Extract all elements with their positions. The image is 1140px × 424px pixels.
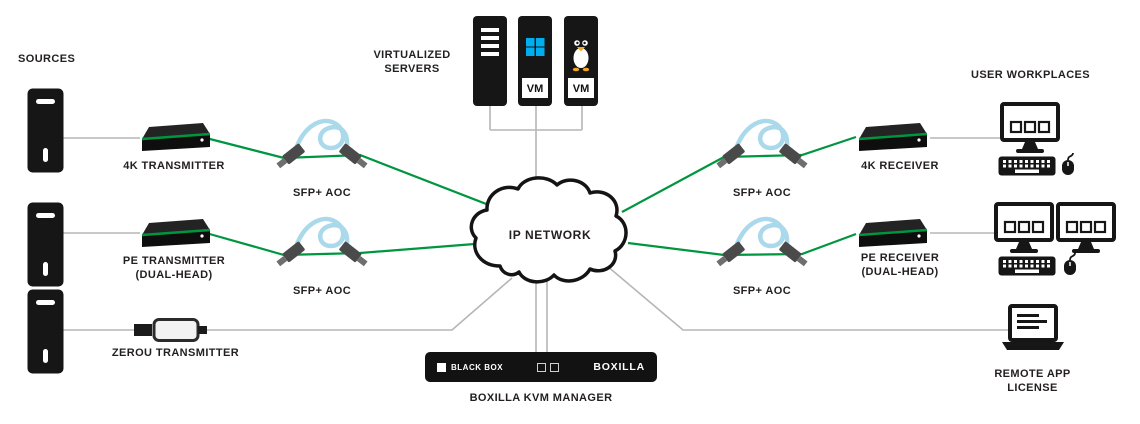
source-tower-icon [27,88,64,178]
tx-zerou-label: ZEROU TRANSMITTER [111,347,240,359]
windows-logo-icon [526,38,545,56]
source-tower-icon [27,289,64,379]
sources-title: SOURCES [18,53,76,65]
boxilla-brand: BOXILLA [593,361,645,373]
tx-4k-device-icon [137,120,213,161]
virtualized-servers-title: VIRTUALIZED SERVERS [362,49,462,76]
sfp-aoc-label: SFP+ AOC [292,187,352,199]
user-workplaces-title: USER WORKPLACES [970,69,1091,81]
keyboard-icon [998,256,1056,281]
vm-badge: VM [573,83,590,95]
keyboard-icon [998,156,1056,181]
tx-pe-device-icon [137,216,213,257]
virtualized-title-line1: VIRTUALIZED [373,49,451,61]
virtualized-title-line2: SERVERS [384,62,440,75]
windows-vm-server-icon: VM [518,16,552,111]
tx-4k-label: 4K TRANSMITTER [123,160,225,172]
mouse-icon [1060,152,1076,181]
ip-network-cloud [469,176,628,284]
sfp-aoc-label: SFP+ AOC [292,285,352,297]
rx-4k-label: 4K RECEIVER [861,160,939,172]
rack-ports-icon [535,362,561,372]
rx-pe-device-icon [854,216,930,257]
tx-pe-label-line1: PE TRANSMITTER [122,255,226,267]
sfp-aoc-cable-icon [276,206,368,291]
monitor-icon [1000,102,1060,159]
sfp-aoc-label: SFP+ AOC [732,187,792,199]
rx-4k-device-icon [854,120,930,161]
virtual-server-icon [473,16,507,111]
linux-vm-server-icon: VM [564,16,598,111]
monitor-icon [1056,202,1116,259]
rx-pe-label-line1: PE RECEIVER [860,252,940,264]
rx-pe-label: PE RECEIVER (DUAL-HEAD) [830,252,970,279]
tx-zerou-device-icon [132,317,212,348]
ip-network-label: IP NETWORK [508,228,592,242]
tx-pe-label-line2: (DUAL-HEAD) [135,268,213,281]
laptop-icon [1000,304,1066,359]
black-box-brand: BLACK BOX [451,362,504,372]
remote-app-license-label: REMOTE APP LICENSE [970,368,1095,395]
remote-app-label-line2: LICENSE [1007,381,1058,394]
boxilla-manager-label: BOXILLA KVM MANAGER [469,392,613,404]
boxilla-manager-appliance: BLACK BOX BOXILLA [425,352,657,382]
sfp-aoc-cable-icon [716,206,808,291]
sfp-aoc-label: SFP+ AOC [732,285,792,297]
black-box-logo-icon [437,362,446,372]
monitor-icon [994,202,1054,259]
tux-icon [572,40,590,72]
sfp-aoc-cable-icon [276,108,368,193]
remote-app-label-line1: REMOTE APP [994,368,1071,380]
rx-pe-label-line2: (DUAL-HEAD) [861,265,939,278]
tx-pe-label: PE TRANSMITTER (DUAL-HEAD) [104,255,244,282]
sfp-aoc-cable-icon [716,108,808,193]
source-tower-icon [27,202,64,292]
mouse-icon [1062,252,1078,281]
vm-badge: VM [527,83,544,95]
